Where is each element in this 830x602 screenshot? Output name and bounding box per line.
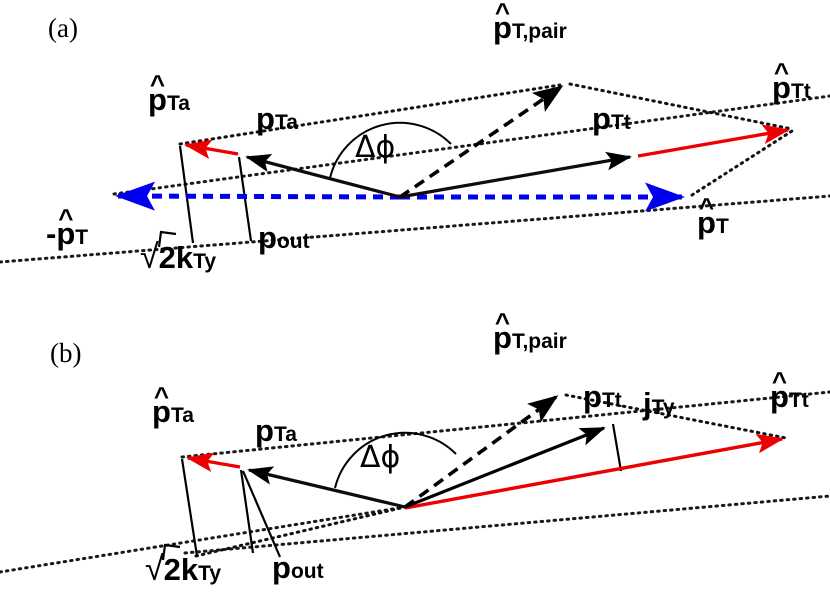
label-base: p <box>697 205 716 240</box>
hat-accent-icon: ^ <box>494 0 511 27</box>
radical-icon: √ <box>140 238 159 276</box>
label-subscript: out <box>276 230 310 253</box>
hat-accent-icon: ^ <box>149 69 166 99</box>
label-subscript: Tt <box>610 111 631 134</box>
panel-b-right-angle-tick <box>161 543 181 561</box>
panel-b-label-sqrt-2kTy: √2kTy <box>145 552 221 586</box>
label-base: p <box>583 379 602 414</box>
panel-b-graphics <box>0 390 830 574</box>
panel-b-vector-pTa <box>247 466 406 509</box>
panel-a-pair-right-dotted <box>568 82 794 131</box>
panel-a-label-pThat-T: ^ p T <box>697 194 729 240</box>
minus-sign: - <box>46 216 57 251</box>
panel-a-label-pTa: pTa <box>256 103 298 134</box>
label-base: 2k <box>163 552 199 587</box>
label-base: p <box>772 70 791 105</box>
hat-accent-icon: ^ <box>58 203 74 233</box>
panel-b-mid-dotted-line <box>183 494 830 555</box>
panel-b-projection-pout-b <box>241 470 282 558</box>
panel-a-upper-dotted-line <box>112 94 830 196</box>
panel-b-label-pThat-T-pair: ^ p T,pair <box>493 309 567 355</box>
label-subscript: Tt <box>790 80 811 103</box>
label-subscript: Ty <box>193 250 217 273</box>
panel-a-vector-pThat-pair <box>398 85 564 199</box>
panel-b-label-delta-phi: Δϕ <box>360 440 401 475</box>
panel-a-label-pThat-Tt: ^ p Tt <box>772 59 811 105</box>
panel-a-label-sqrt-2kTy: √2kTy <box>140 240 216 274</box>
hat-accent-icon: ^ <box>773 57 790 87</box>
panel-a-right-angle-tick <box>157 230 177 248</box>
label-base: p <box>493 320 512 355</box>
label-base: p <box>152 394 171 429</box>
label-subscript: Ty <box>651 396 675 419</box>
label-base: p <box>148 82 167 117</box>
hat-accent-icon: ^ <box>153 381 170 411</box>
label-subscript: T,pair <box>511 330 567 353</box>
panel-b-label-pTt: pTt <box>583 381 622 412</box>
panel-b-vector-pThat-Tt <box>404 433 785 510</box>
hat-accent-icon: ^ <box>771 366 788 396</box>
panel-a-label-p-out: pout <box>258 222 310 253</box>
label-base: p <box>258 220 277 255</box>
panel-b-label-jTy: jTy <box>643 388 675 419</box>
panel-a-tag: (a) <box>48 13 78 43</box>
panel-b-origin-dotted-edge <box>194 505 407 558</box>
panel-b-label-pThat-Tt: ^ p Tt <box>770 368 809 414</box>
label-base: j <box>643 386 652 421</box>
label-base: p <box>255 413 274 448</box>
panel-a-label-pThat-Ta: ^ p Ta <box>148 71 190 117</box>
panel-a-label-pThat-T-pair: ^ p T,pair <box>493 0 567 45</box>
panel-a-graphics <box>0 82 830 264</box>
panel-a-vector-pThat-Tt <box>637 124 791 158</box>
panel-a-delta-phi-arc <box>329 121 452 179</box>
label-subscript: T <box>75 226 89 249</box>
label-subscript: Ty <box>198 562 222 585</box>
panel-b-vector-pThat-Ta <box>185 452 241 473</box>
hat-accent-icon: ^ <box>494 307 511 337</box>
label-base: 2k <box>158 240 194 275</box>
label-subscript: Ta <box>166 92 190 115</box>
panel-b-label-p-out: pout <box>272 552 324 583</box>
label-base: p <box>592 101 611 136</box>
label-subscript: Tt <box>788 389 809 412</box>
label-base: p <box>256 101 275 136</box>
hat-accent-icon: ^ <box>698 192 715 222</box>
panel-a-vector-pTa <box>245 154 401 199</box>
panel-b-label-pTa: pTa <box>255 415 297 446</box>
panel-b-projection-jTy <box>611 423 623 472</box>
panel-a-pair-left-dotted <box>178 83 562 146</box>
panel-b-vector-pThat-pair <box>403 395 559 509</box>
panel-b-delta-phi-arc <box>334 431 457 489</box>
label-subscript: Ta <box>170 404 194 427</box>
panel-b-projection-pout-a <box>239 469 255 554</box>
panel-a-lower-dotted-line <box>0 194 830 264</box>
label-subscript: T,pair <box>511 20 567 43</box>
label-subscript: Tt <box>601 389 622 412</box>
panel-b-label-pThat-Ta: ^ p Ta <box>152 383 194 429</box>
panel-a-pt-right-dotted <box>690 129 794 197</box>
panel-b-tag: (b) <box>50 338 82 368</box>
label-subscript: Ta <box>273 423 297 446</box>
label-subscript: T <box>715 215 729 238</box>
panel-b-upper-dotted-line <box>180 390 830 459</box>
panel-a-label-delta-phi: Δϕ <box>355 130 396 165</box>
label-base: p <box>56 216 76 251</box>
panel-a-vector-pTt <box>399 151 632 199</box>
panel-a-label-pTt: pTt <box>592 103 631 134</box>
panel-b-pair-right-dotted <box>564 393 788 440</box>
panel-a-vector-minus-pThat <box>115 181 401 211</box>
panel-a-label-minus-pThat-T: - ^ p T <box>46 205 89 251</box>
panel-a-vector-pThat-Ta <box>183 139 239 160</box>
label-base: p <box>770 379 789 414</box>
label-base: p <box>272 550 291 585</box>
label-subscript: out <box>290 560 324 583</box>
panel-b-projection-2kTy <box>180 458 199 557</box>
radical-icon: √ <box>145 550 164 588</box>
label-base: p <box>493 10 512 45</box>
panel-b-vector-pTt <box>404 426 606 509</box>
label-subscript: Ta <box>274 111 298 134</box>
panel-a-projection-pout <box>237 156 253 242</box>
